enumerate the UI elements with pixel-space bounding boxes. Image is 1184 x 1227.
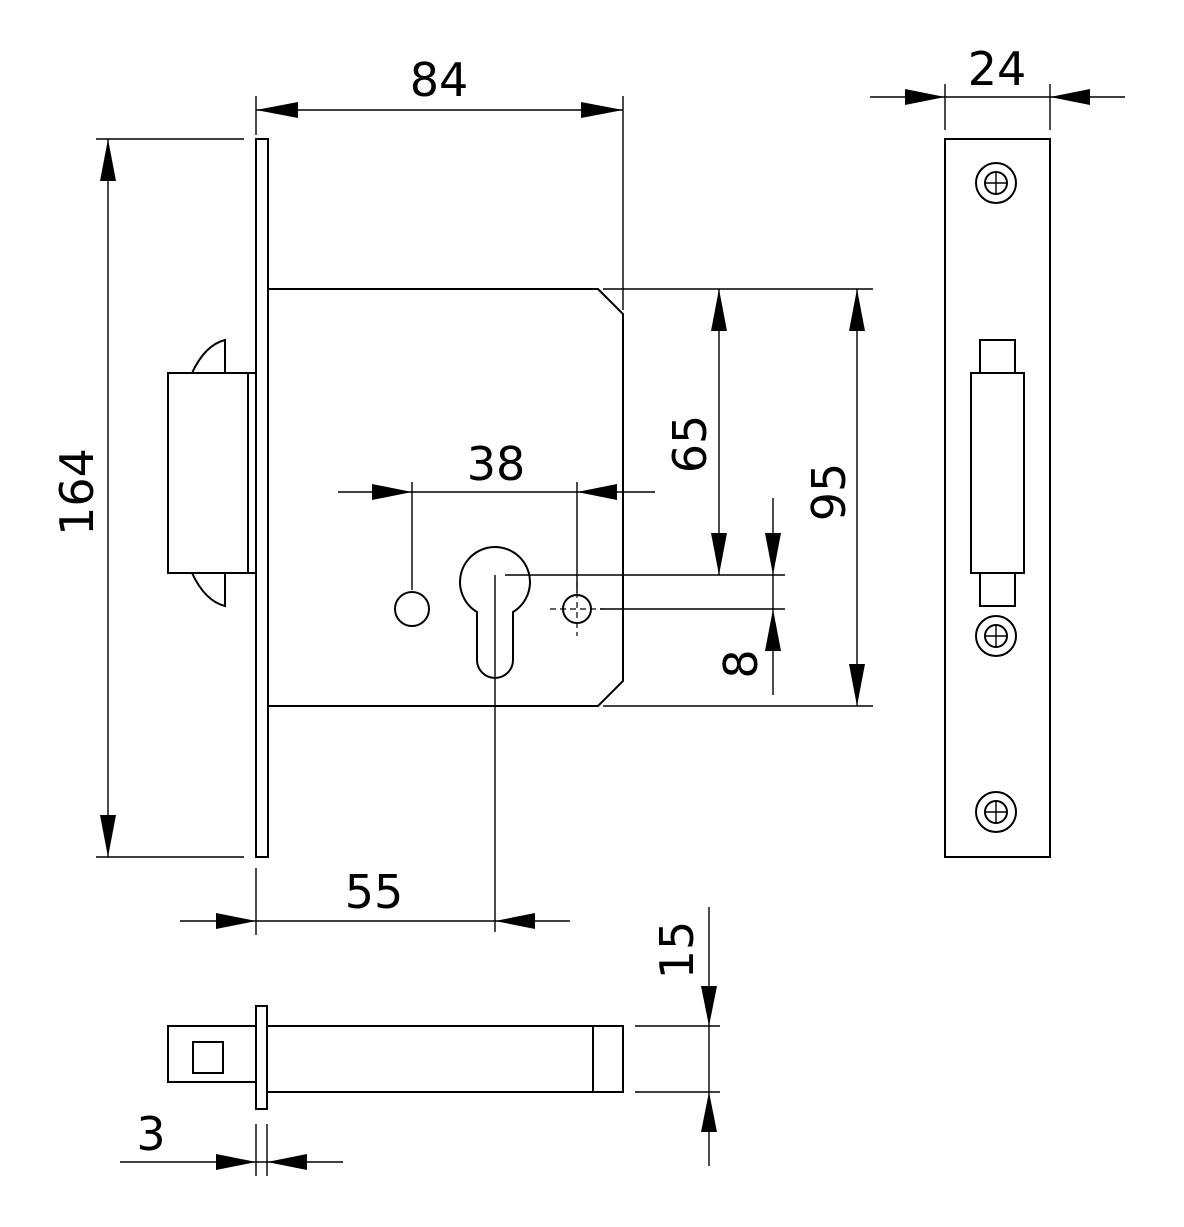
dim-164: 164 [50,448,104,536]
dim-84: 84 [410,53,469,107]
faceplate-front-view [944,138,1051,858]
latch-curve-bottom [191,572,226,608]
dim-8: 8 [714,649,768,678]
lock-case [268,288,624,707]
front-view [167,138,785,932]
bolt-plate [255,1005,268,1110]
fixing-hole [562,594,592,624]
follower-hole [394,591,430,627]
bolt-body [266,1025,624,1093]
screw-top-icon [975,162,1017,204]
screw-bottom-icon [975,791,1017,833]
dim-38: 38 [467,437,526,491]
dim-3: 3 [136,1107,165,1161]
latch-bolt [167,372,257,574]
dimension-lines [96,84,1125,1176]
screw-middle-icon [975,615,1017,657]
faceplate [944,138,1051,858]
bolt-stub [167,1025,257,1083]
latch-curve-top [191,338,226,374]
bolt-square [192,1041,224,1074]
dim-55: 55 [345,865,404,919]
faceplate-side [255,138,269,858]
dimension-labels: 84 164 24 38 65 95 8 55 15 3 [50,42,1026,1161]
bolt-opening [970,372,1025,574]
dim-95: 95 [802,463,856,522]
bolt-top-view [167,1005,624,1110]
dim-24: 24 [968,42,1027,96]
dim-65: 65 [663,415,717,474]
dim-15: 15 [650,921,704,980]
